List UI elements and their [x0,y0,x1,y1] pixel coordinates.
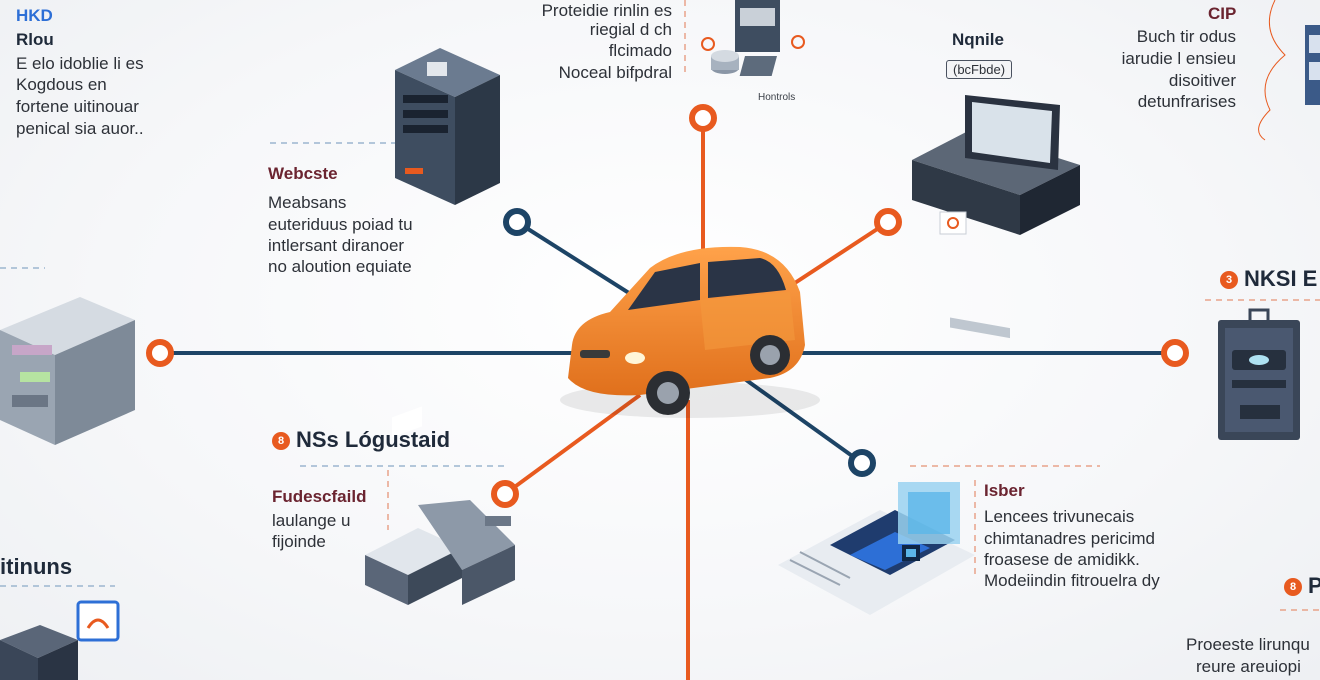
node-text-website-4: no aloution equiate [268,257,412,276]
node-text-top-right-2: iarudie l ensieu [1121,49,1236,68]
node-title-bottom-right-edge-label: P [1308,573,1320,598]
server-cabinet-icon [1218,308,1300,440]
node-text-bottom-right-3: froasese de amidikk. [984,550,1140,569]
node-text-top-right-3: disoitiver [1168,71,1236,90]
node-title-top-left: HKD [16,6,53,25]
node-text-top-left-1: E elo idoblie li es [16,54,144,73]
server-tower-icon [395,48,500,205]
node-text-bottom-right-4: Modeiindin fitrouelra dy [984,571,1160,590]
node-dot-upper-right [874,208,902,236]
node-text-top-right-1: Buch tir odus [1136,27,1236,46]
network-switch-icon [0,297,135,445]
node-dot-top [689,104,717,132]
node-dot-lower-right [848,449,876,477]
node-dot-left [146,339,174,367]
node-text-bottom-right-2: chimtanadres pericimd [984,529,1156,548]
link-upper-left [515,220,642,302]
node-text-top-left-2: Kogdous en [16,75,107,94]
control-devices-icon [701,0,805,76]
node-text-top-left-3: fortene uitinouar [16,97,139,116]
node-text-top-left-4: penical sia auor.. [16,119,144,138]
node-title-bottom-left-label: NSs Lógustaid [296,427,451,452]
node-title-top-right: CIP [1208,4,1237,23]
node-text-bottom-right-edge-1: Proeeste lirunqu [1186,635,1310,654]
link-lower-right [733,370,864,465]
step-badge: 8 [1284,578,1302,596]
step-badge: 8 [272,432,290,450]
circuit-board-icon [778,482,975,615]
node-title-bottom-right: Isber [984,481,1025,500]
node-pill-monitor: (bcFbde) [946,60,1013,79]
monitor-workstation-icon [912,95,1080,339]
storage-box-icon [365,406,515,605]
node-title-website: Webcste [268,164,338,183]
car-icon [560,246,820,418]
node-dot-upper-left [503,208,531,236]
node-text-website-1: Meabsans [268,193,347,212]
node-text-website-2: euteriduus poiad tu [268,215,413,234]
node-text-bottom-left-2: fijoinde [272,532,326,551]
node-text-bottom-left-1: laulange u [272,511,351,530]
node-text-top-center-1: Proteidie rinlin es [541,1,672,20]
node-title-bottom-left-edge: itinuns [0,554,73,579]
node-dots [146,104,1189,508]
node-text-top-center-3: flcimado [608,41,672,60]
control-devices-caption: Hontrols [758,92,796,103]
node-text-bottom-right-1: Lencees trivunecais [984,507,1135,526]
rack-device-icon [1258,0,1320,141]
connector-lines [160,118,1175,680]
node-text-top-center-2: riegial d ch [589,20,672,39]
link-lower-left [503,393,642,496]
node-subtitle-bottom-left: Fudescfaild [272,487,367,506]
node-text-bottom-right-edge-2: reure areuiopi [1196,657,1301,676]
node-text-website-3: intlersant diranoer [268,236,405,255]
dashed-dividers [0,0,1320,611]
node-dot-lower-left [491,480,519,508]
node-title-bottom-left: 8 NSs Lógustaid [272,427,450,453]
node-dot-right [1161,339,1189,367]
node-text-top-right-4: detunfrarises [1137,92,1236,111]
node-title-right-mid-label: NKSI E [1244,266,1318,291]
bottom-left-devices-icon [0,600,120,680]
node-title-right-mid: 3 NKSI E [1220,266,1317,292]
step-badge: 3 [1220,271,1238,289]
node-text-top-center-4: Noceal bifpdral [558,63,672,82]
node-title-monitor: Nqnile [952,30,1004,49]
node-subtitle-top-left: Rlou [16,30,54,49]
